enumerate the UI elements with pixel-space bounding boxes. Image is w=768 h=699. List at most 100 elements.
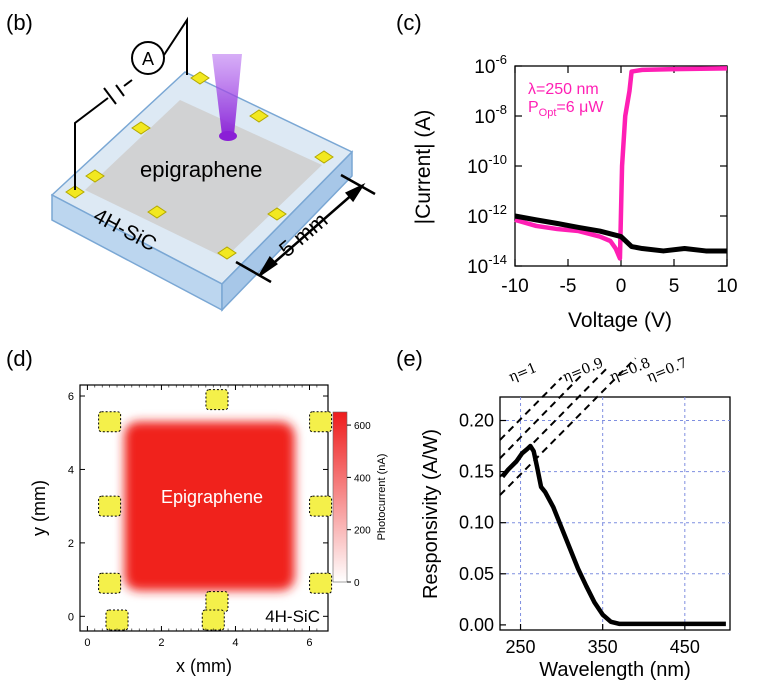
x-tick-label: -10 <box>501 276 528 297</box>
x-tick-label-e: 350 <box>588 637 618 657</box>
contact-pad <box>131 121 151 135</box>
x-tick-labels: -10 -5 0 5 10 <box>501 276 737 297</box>
x-axis-title-e: Wavelength (nm) <box>539 659 691 681</box>
contact-pad <box>217 246 237 260</box>
eta-line <box>499 376 563 441</box>
axis-ticks-e <box>500 419 686 630</box>
wire-battery-to-ammeter <box>123 79 133 87</box>
ammeter-symbol: A <box>142 49 154 69</box>
contact-outline <box>105 609 129 631</box>
contact-outline <box>205 591 229 613</box>
x-tick-labels-e: 250 350 450 <box>506 637 700 657</box>
grid-lines <box>500 397 730 630</box>
y-tick-label: 10-6 <box>474 52 507 78</box>
epigraphene-sheet <box>85 100 322 258</box>
circuit-wires <box>74 16 188 190</box>
contact-pad <box>267 207 287 221</box>
y-tick-label: 10-8 <box>474 102 507 128</box>
x-tick-label-e: 450 <box>670 637 700 657</box>
x-tick-label: 0 <box>616 276 627 297</box>
responsivity-curve <box>500 443 726 627</box>
iv-series-magenta <box>514 66 728 261</box>
contact-pad <box>147 205 167 219</box>
map-sheet-label: Epigraphene <box>161 487 263 507</box>
annotation-power-prefix: P <box>528 99 539 116</box>
annotation-power-suffix: =6 μW <box>556 99 604 116</box>
y-axis-title: |Current| (A) <box>412 110 435 225</box>
laser-beam <box>212 54 242 141</box>
contact-outline <box>201 609 225 631</box>
y-axis-title-e: Responsivity (A/W) <box>420 429 442 599</box>
contact-outline <box>309 495 333 517</box>
eta-line <box>499 357 637 496</box>
y-tick-exponent: -14 <box>488 252 507 267</box>
y-tick-label: 10-14 <box>467 252 507 278</box>
dimension-arrow <box>235 173 376 284</box>
map-y-axis-title: y (mm) <box>29 480 49 536</box>
y-tick-exponent: -10 <box>488 152 507 167</box>
colorbar-tick-label: 200 <box>354 526 371 537</box>
y-tick-label-e: 0.10 <box>459 513 494 533</box>
map-y-tick-label: 4 <box>68 464 74 476</box>
ammeter: A <box>131 41 165 75</box>
panel-e-label: (e) <box>396 346 423 371</box>
contact-outline <box>205 389 229 411</box>
x-tick-label-e: 250 <box>506 637 536 657</box>
eta-label: η=1 <box>507 360 540 386</box>
battery-plate-short <box>115 84 125 97</box>
x-tick-label: -5 <box>560 276 577 297</box>
contact-outline <box>98 411 122 433</box>
y-tick-exponent: -6 <box>495 52 507 67</box>
contact-pad <box>314 150 334 164</box>
panel-d-label: (d) <box>6 346 33 371</box>
panel-c-label: (c) <box>396 10 422 35</box>
contact-outlines <box>98 389 333 631</box>
eta-label: η=0.9 <box>561 355 606 386</box>
contact-outline <box>98 572 122 594</box>
map-axis-ticks <box>79 385 328 631</box>
colorbar-title: Photocurrent (nA) <box>376 454 388 541</box>
colorbar-tick-label: 0 <box>354 578 360 589</box>
colorbar <box>332 411 348 583</box>
responsivity-series <box>500 443 726 627</box>
annotation-power-sub: Opt <box>539 107 557 119</box>
map-y-tick-label: 2 <box>68 538 74 550</box>
y-tick-labels-e: 0.000.050.100.150.20 <box>459 411 494 635</box>
contact-pad <box>249 109 269 123</box>
y-tick-base: 10 <box>474 107 495 128</box>
y-tick-label: 10-10 <box>467 152 507 178</box>
wire-left <box>74 97 109 190</box>
map-y-tick-label: 0 <box>68 611 74 623</box>
y-tick-base: 10 <box>467 257 488 278</box>
x-tick-label: 5 <box>669 276 680 297</box>
map-x-axis-title: x (mm) <box>176 656 232 676</box>
map-x-tick-label: 2 <box>158 637 164 649</box>
annotation-wavelength: λ=250 nm <box>528 81 599 98</box>
eta-label: η=0.7 <box>645 355 690 386</box>
annotation-power: POpt=6 μW <box>528 99 604 119</box>
colorbar-tick-label: 400 <box>354 473 371 484</box>
y-tick-exponent: -12 <box>488 202 507 217</box>
y-tick-base: 10 <box>467 207 488 228</box>
y-tick-label-e: 0.15 <box>459 462 494 482</box>
panel-b-schematic: (b) A <box>6 10 376 312</box>
x-tick-label: 10 <box>716 276 737 297</box>
eta-line <box>499 373 583 460</box>
y-tick-base: 10 <box>474 57 495 78</box>
battery-plate-long <box>103 87 117 105</box>
contact-outline <box>309 411 333 433</box>
map-x-tick-label: 6 <box>306 637 312 649</box>
substrate-right-face <box>221 150 353 312</box>
y-tick-label-e: 0.20 <box>459 411 494 431</box>
contact-outline <box>309 572 333 594</box>
iv-series-black <box>514 213 727 254</box>
y-tick-label: 10-12 <box>467 202 507 228</box>
panel-b-label: (b) <box>6 10 33 35</box>
photocurrent-region <box>124 421 295 591</box>
map-x-tick-label: 0 <box>84 637 90 649</box>
